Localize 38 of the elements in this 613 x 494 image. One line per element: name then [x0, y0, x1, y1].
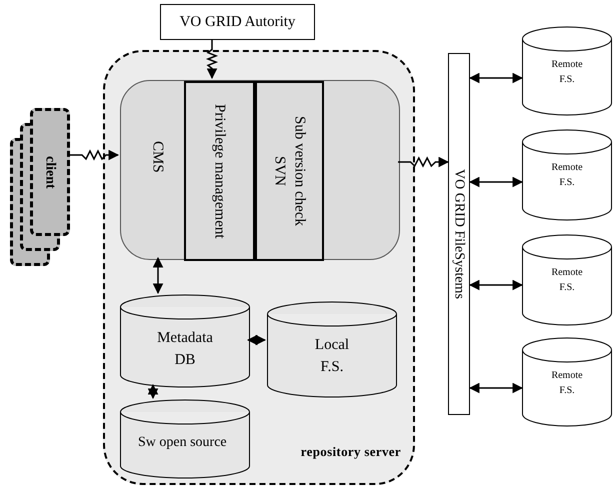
database-cylinder	[522, 130, 612, 220]
arrow	[468, 72, 524, 84]
arrow	[148, 384, 158, 400]
module-label: CMS	[148, 141, 166, 173]
module-label: Privilege management	[210, 104, 228, 238]
database-cylinder	[522, 235, 612, 325]
cylinder-label: Remote F.S.	[550, 161, 584, 190]
database-cylinder	[522, 27, 612, 115]
database-cylinder	[120, 400, 250, 478]
authority-box	[160, 4, 315, 40]
container-label: repository server	[300, 442, 401, 461]
arrow	[468, 280, 524, 290]
client-card	[30, 108, 70, 236]
client-label: client	[42, 156, 58, 188]
cylinder-label: Remote F.S.	[550, 58, 584, 87]
cylinder-label: Metadata DB	[156, 329, 214, 370]
arrow	[70, 149, 120, 161]
arrow	[152, 256, 164, 294]
arrow	[398, 156, 450, 168]
cylinder-label: Remote F.S.	[550, 266, 584, 295]
filesystem-bar	[448, 53, 470, 415]
bar-label: VO GRID FileSystems	[450, 169, 468, 299]
module-box	[255, 81, 324, 261]
box-label: VO GRID Autority	[180, 12, 296, 32]
server-container	[103, 50, 415, 485]
database-cylinder	[120, 295, 250, 387]
cylinder-label: Local F.S.	[314, 336, 350, 377]
arrow	[206, 40, 218, 80]
cylinder-label: Remote F.S.	[550, 369, 584, 398]
database-cylinder	[522, 338, 612, 426]
module-box	[184, 81, 255, 261]
arrow	[246, 334, 266, 346]
arrow	[468, 382, 524, 394]
module-panel	[120, 80, 400, 260]
database-cylinder	[267, 302, 397, 397]
arrow	[468, 176, 524, 188]
cylinder-label: Sw open source	[138, 434, 228, 452]
module-label: Sub version check SVN	[270, 115, 308, 228]
